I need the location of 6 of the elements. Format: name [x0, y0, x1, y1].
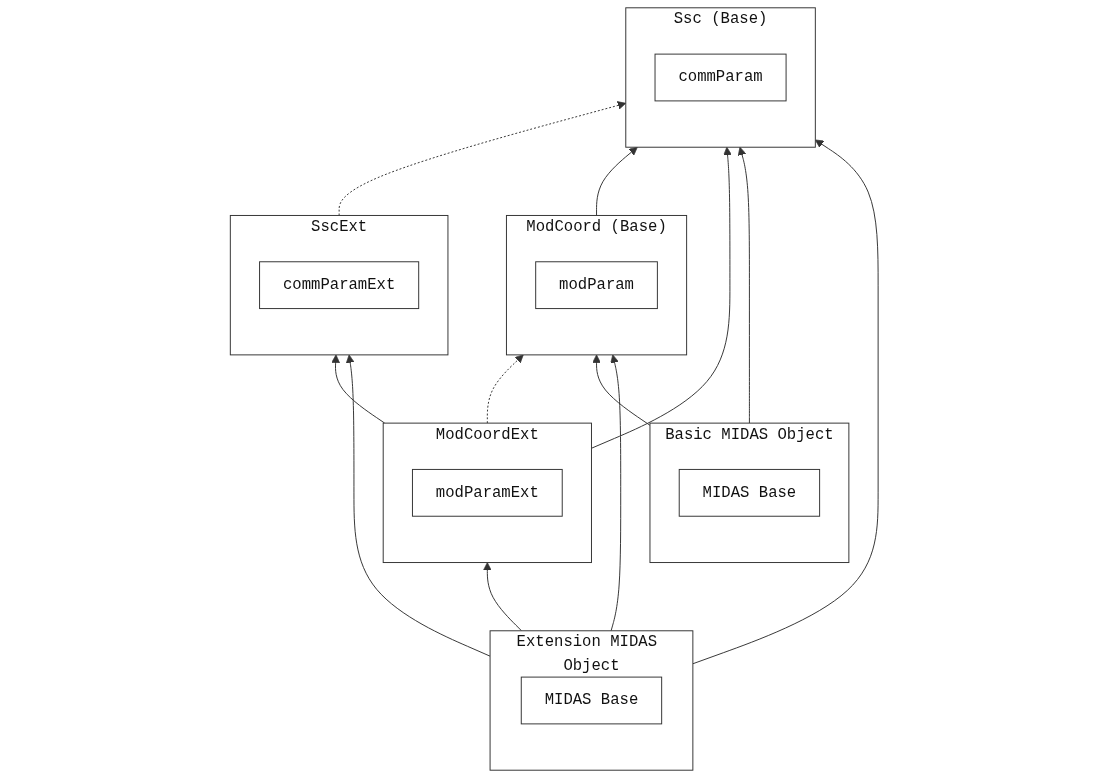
- node-box: MIDAS Base: [679, 468, 821, 517]
- node-box: commParamExt: [259, 261, 420, 310]
- node-box: modParam: [535, 261, 659, 310]
- node-box: modParamExt: [412, 468, 563, 517]
- node-box: commParam: [654, 53, 787, 102]
- node-box: MIDAS Base: [521, 676, 663, 725]
